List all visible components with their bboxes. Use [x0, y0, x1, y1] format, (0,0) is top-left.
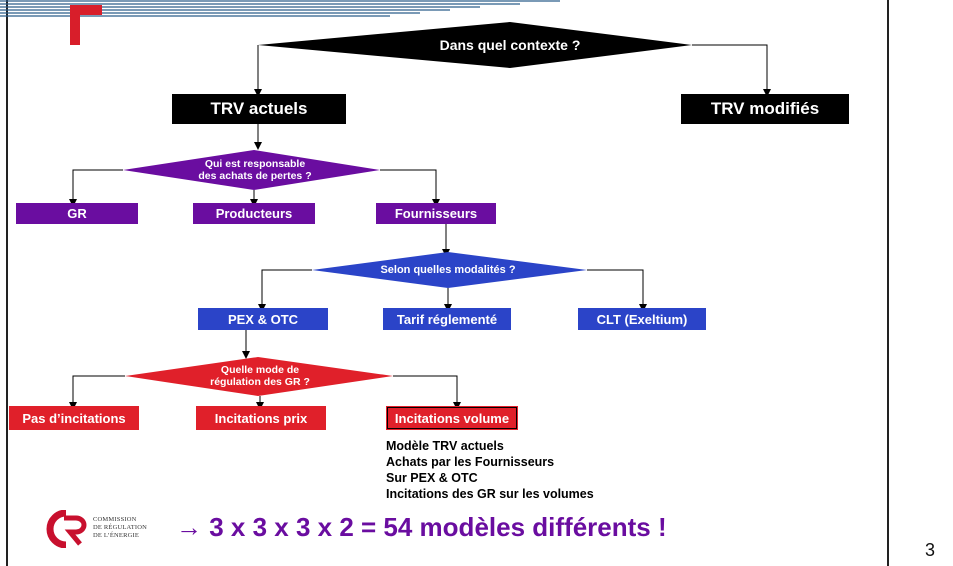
note-line: Sur PEX & OTC: [386, 471, 478, 485]
box-clt-exeltium: CLT (Exeltium): [578, 308, 706, 330]
note-line: Modèle TRV actuels: [386, 439, 504, 453]
page-number: 3: [925, 540, 936, 560]
cre-logo-icon: [46, 510, 87, 548]
question-context: Dans quel contexte ?: [439, 36, 581, 53]
selected-model-note: Modèle TRV actuels Achats par les Fourni…: [386, 438, 594, 502]
note-line: Incitations des GR sur les volumes: [386, 487, 594, 501]
diamond-context: [258, 22, 692, 68]
logo-line: DE L’ÉNERGIE: [93, 532, 140, 539]
slide-frame-right: [887, 0, 889, 566]
question-modalites: Selon quelles modalités ?: [380, 263, 516, 276]
box-pex-otc: PEX & OTC: [198, 308, 328, 330]
box-trv-modifies: TRV modifiés: [681, 94, 849, 124]
diamond-regulation: [125, 357, 393, 396]
header-red-mark-vertical: [70, 5, 80, 45]
box-gr: GR: [16, 203, 138, 224]
slide-frame-left: [6, 0, 8, 566]
question-responsable-line2: des achats de pertes ?: [198, 170, 312, 182]
result-formula: → 3 x 3 x 3 x 2 = 54 modèles différents …: [176, 512, 667, 542]
cre-logo-text: COMMISSION DE RÉGULATION DE L’ÉNERGIE: [93, 516, 147, 540]
diamond-modalites: [312, 252, 587, 288]
box-trv-actuels: TRV actuels: [172, 94, 346, 124]
question-regulation: Quelle mode de régulation des GR ?: [190, 360, 330, 392]
question-regulation-line1: Quelle mode de: [220, 363, 300, 376]
box-incitations-prix: Incitations prix: [196, 406, 326, 430]
logo-line: DE RÉGULATION: [93, 524, 148, 531]
header-red-mark: [70, 5, 102, 15]
header-stripes: [0, 0, 560, 17]
question-responsable: Qui est responsable des achats de pertes…: [180, 153, 330, 187]
box-tarif-reglemente: Tarif réglementé: [383, 308, 511, 330]
question-responsable-line1: Qui est responsable: [204, 157, 306, 170]
box-fournisseurs: Fournisseurs: [376, 203, 496, 224]
box-producteurs: Producteurs: [193, 203, 315, 224]
question-regulation-line2: régulation des GR ?: [210, 376, 310, 388]
box-pas-incitations: Pas d’incitations: [9, 406, 139, 430]
note-line: Achats par les Fournisseurs: [386, 455, 555, 469]
box-incitations-volume: Incitations volume: [386, 406, 518, 430]
diamond-responsable: [123, 150, 380, 190]
logo-line: COMMISSION: [93, 516, 137, 523]
